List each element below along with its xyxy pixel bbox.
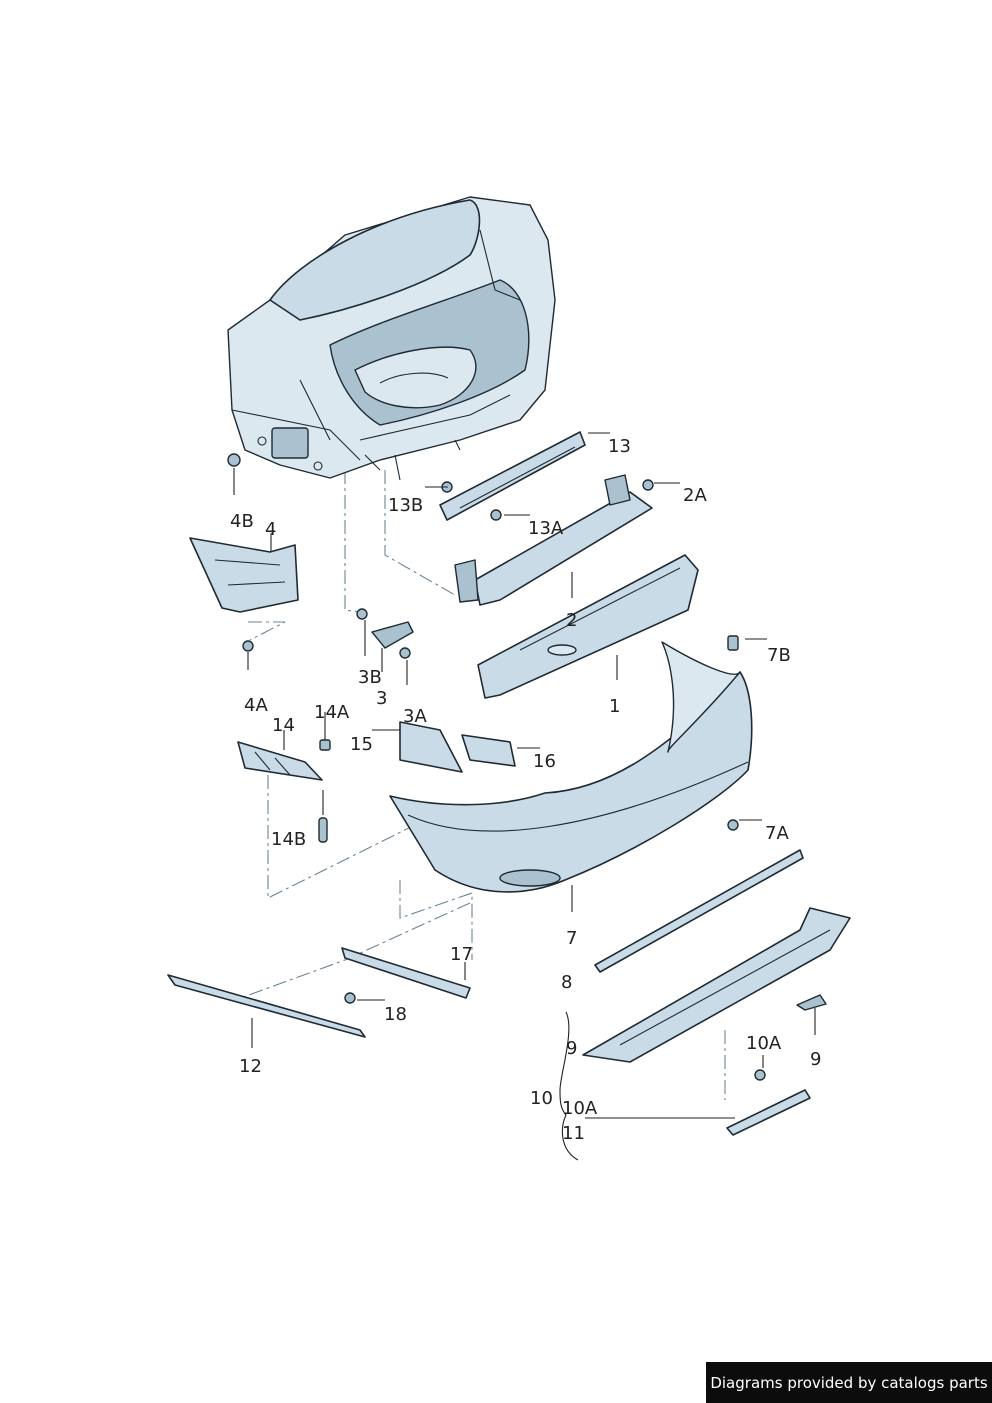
callout-14a: 14A xyxy=(314,702,350,723)
callout-7a: 7A xyxy=(765,823,789,844)
footer-credit-text: Diagrams provided by catalogs parts xyxy=(710,1373,988,1392)
callout-2: 2 xyxy=(566,610,577,631)
diffuser-end-piece xyxy=(796,994,827,1011)
callout-17: 17 xyxy=(450,944,473,965)
callout-4: 4 xyxy=(265,519,276,540)
lower-guide-bracket-17 xyxy=(341,947,471,999)
left-side-bracket xyxy=(189,537,299,613)
center-guide-bracket xyxy=(371,621,414,649)
leader-lines xyxy=(233,432,816,1161)
callout-13: 13 xyxy=(608,436,631,457)
callout-15: 15 xyxy=(350,734,373,755)
rear-body-shell xyxy=(227,196,556,481)
footer-credit-badge: Diagrams provided by catalogs parts xyxy=(706,1362,992,1403)
fasteners xyxy=(227,453,766,1081)
callout-18: 18 xyxy=(384,1004,407,1025)
bumper-reinforcement-beam xyxy=(454,474,653,606)
callout-16: 16 xyxy=(533,751,556,772)
callout-9-right: 9 xyxy=(810,1049,821,1070)
side-trim-piece-16 xyxy=(461,734,516,767)
callout-3: 3 xyxy=(376,688,387,709)
bumper-trim-strip xyxy=(594,849,804,973)
bumper-guide-left xyxy=(237,741,323,781)
callout-7: 7 xyxy=(566,928,577,949)
callout-13a: 13A xyxy=(528,518,564,539)
assembly-guide-lines xyxy=(234,470,726,1100)
callout-3b: 3B xyxy=(358,667,382,688)
callout-9-left: 9 xyxy=(566,1038,577,1059)
callout-12: 12 xyxy=(239,1056,262,1077)
callout-14b: 14B xyxy=(271,829,306,850)
callout-11: 11 xyxy=(562,1123,585,1144)
lower-trim-11 xyxy=(726,1089,811,1136)
callout-13b: 13B xyxy=(388,495,423,516)
callout-4b: 4B xyxy=(230,511,254,532)
callout-10: 10 xyxy=(530,1088,553,1109)
callout-14: 14 xyxy=(272,715,295,736)
callout-4a: 4A xyxy=(244,695,268,716)
upper-mounting-strip xyxy=(439,431,586,521)
callout-2a: 2A xyxy=(683,485,707,506)
rear-diffuser-panel xyxy=(582,907,851,1063)
callout-1: 1 xyxy=(609,696,620,717)
side-trim-piece-15 xyxy=(399,721,463,773)
callout-10a-top: 10A xyxy=(746,1033,782,1054)
rear-bumper-cover xyxy=(389,641,753,893)
lower-trim-strip-12 xyxy=(167,974,366,1038)
impact-absorber xyxy=(477,554,699,699)
callout-7b: 7B xyxy=(767,645,791,666)
callout-3a: 3A xyxy=(403,706,427,727)
callout-10a: 10A xyxy=(562,1098,598,1119)
callout-8: 8 xyxy=(561,972,572,993)
callout-labels: 13 2A 13B 13A 4B 4 2 7B 3B 3 1 4A 14A 3A… xyxy=(230,436,821,1144)
